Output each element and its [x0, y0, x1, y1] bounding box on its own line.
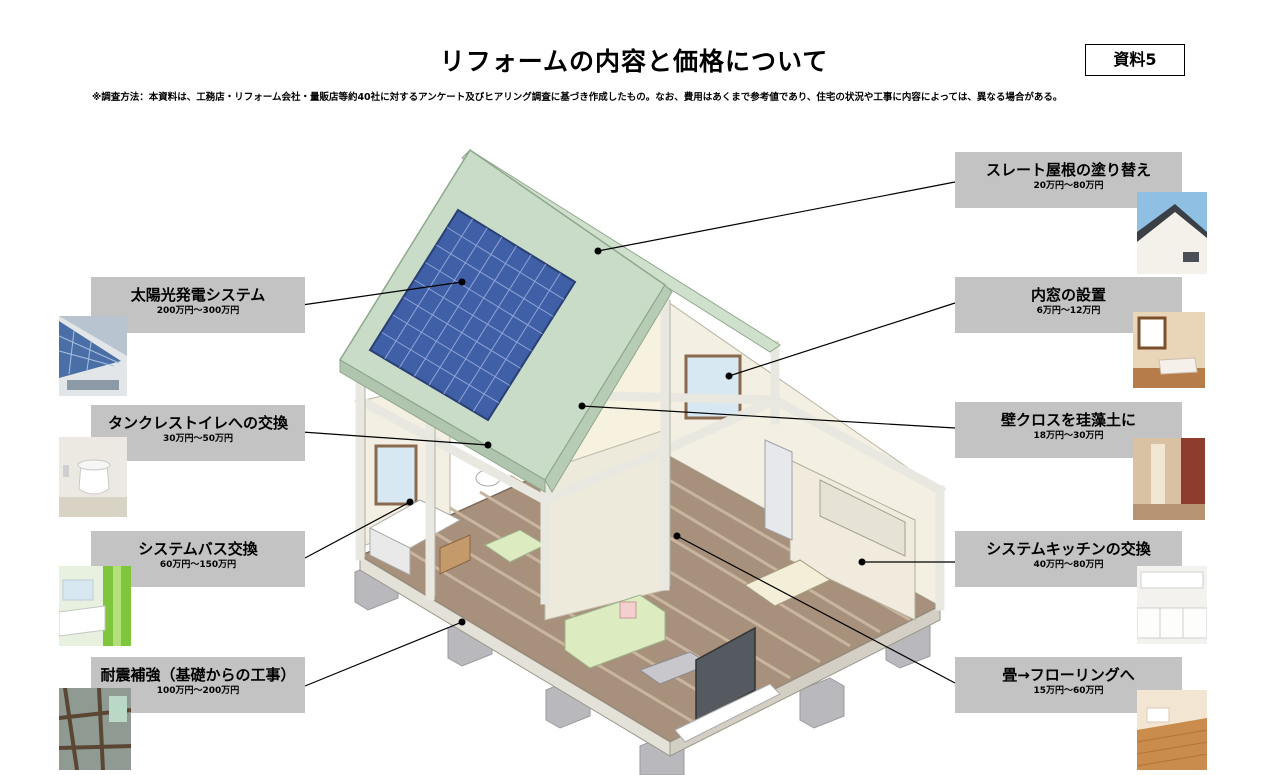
bathroom-fixtures	[368, 469, 501, 576]
callout-price: 6万円～12万円	[1036, 306, 1101, 316]
solar-panel-array	[368, 208, 577, 422]
slate-roof-photo	[1137, 192, 1207, 274]
kitchen-cabinets	[764, 439, 916, 621]
toilet-photo	[59, 437, 127, 517]
callout-price: 200万円～300万円	[156, 306, 240, 316]
survey-method-note: ※調査方法：本資料は、工務店・リフォーム会社・量販店等約40社に対するアンケート…	[92, 92, 1063, 103]
callout-name: 耐震補強（基礎からの工事）	[100, 666, 296, 684]
foundation-construction-photo	[59, 688, 131, 770]
document-number-badge: 資料5	[1085, 44, 1185, 76]
callout-price: 18万円～30万円	[1033, 431, 1104, 441]
callout-tankless-toilet: タンクレストイレへの交換 30万円～50万円	[91, 405, 305, 461]
house-frame	[353, 295, 947, 611]
solar-roof-photo	[59, 316, 127, 396]
callout-name: システムキッチンの交換	[986, 540, 1151, 558]
callout-name: スレート屋根の塗り替え	[985, 161, 1151, 179]
callout-price: 60万円～150万円	[159, 560, 237, 570]
living-furniture	[439, 529, 832, 743]
callout-name: 内窓の設置	[1030, 286, 1106, 304]
system-bath-photo	[59, 566, 131, 646]
callout-price: 100万円～200万円	[156, 686, 240, 696]
leader-lines	[301, 181, 956, 687]
callout-price: 20万円～80万円	[1033, 181, 1104, 191]
system-kitchen-photo	[1137, 566, 1207, 644]
callout-name: タンクレストイレへの交換	[107, 414, 288, 432]
leader-dots	[406, 247, 866, 626]
page-title: リフォームの内容と価格について	[439, 47, 829, 76]
callout-name: 太陽光発電システム	[130, 286, 266, 304]
diatomite-wall-photo	[1133, 438, 1205, 520]
callout-diatomite-wall: 壁クロスを珪藻土に 18万円～30万円	[955, 402, 1182, 458]
callout-price: 15万円～60万円	[1033, 686, 1104, 696]
wood-flooring-photo	[1137, 690, 1207, 770]
inner-window-room-photo	[1133, 312, 1205, 388]
callout-price: 30万円～50万円	[162, 434, 234, 444]
callout-price: 40万円～80万円	[1033, 560, 1104, 570]
callout-name: 壁クロスを珪藻土に	[1000, 411, 1136, 429]
windows	[374, 354, 742, 506]
callout-slate-roof-painting: スレート屋根の塗り替え 20万円～80万円	[955, 152, 1182, 208]
callout-name: システムバス交換	[138, 540, 258, 558]
callout-name: 畳→フローリングへ	[1002, 666, 1135, 684]
